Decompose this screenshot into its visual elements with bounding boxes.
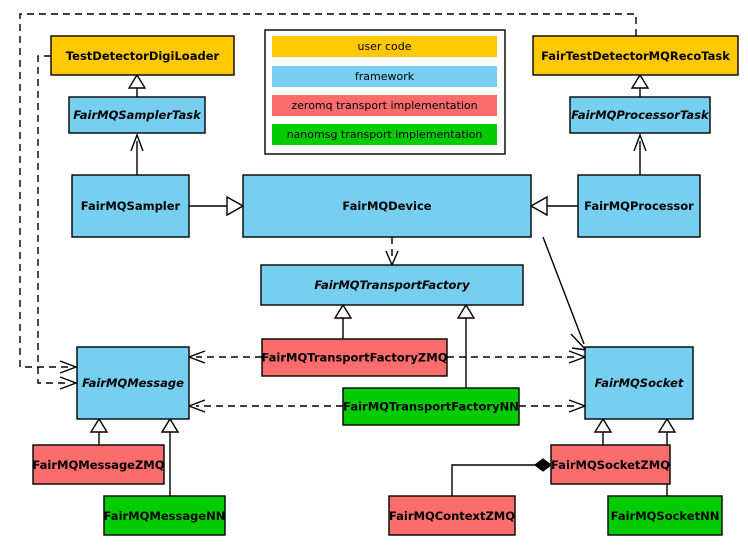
class-rect-fairmqsampler[interactable] <box>71 174 190 238</box>
class-rect-fairmqsocketnn[interactable] <box>607 495 723 536</box>
class-box-fairmqmessagezmq[interactable]: FairMQMessageZMQ <box>32 444 165 485</box>
arrowhead-open-processor-processortask <box>633 133 647 152</box>
legend-swatch-framework <box>272 66 497 87</box>
class-rect-fairmqprocessor[interactable] <box>577 174 701 238</box>
legend-panel: user code framework zeromq transport imp… <box>264 29 506 155</box>
class-rect-fairmqsocketzmq[interactable] <box>550 444 671 485</box>
diamond-composition-socketzmq <box>534 458 552 472</box>
class-box-fairmqsamplertask[interactable]: FairMQSamplerTask <box>68 96 206 134</box>
edge-digiloader-to-message <box>37 55 70 384</box>
arrowhead-triangle-socketnn <box>657 417 677 433</box>
arrowhead-triangle-processor-device <box>529 195 548 217</box>
class-box-fairmqtransportfactoryzmq[interactable]: FairMQTransportFactoryZMQ <box>261 338 448 377</box>
class-rect-fairtestdetectormqrecotask[interactable] <box>532 35 739 76</box>
class-rect-fairmqtransportfactory[interactable] <box>260 264 524 306</box>
arrowhead-triangle-samplertask <box>127 73 147 89</box>
class-box-fairmqsocket[interactable]: FairMQSocket <box>584 346 694 420</box>
class-box-fairmqtransportfactory[interactable]: FairMQTransportFactory <box>260 264 524 306</box>
class-box-fairmqdevice[interactable]: FairMQDevice <box>242 174 532 238</box>
class-box-testdetectordigiloader[interactable]: TestDetectorDigiLoader <box>50 35 235 76</box>
class-rect-fairmqsamplertask[interactable] <box>68 96 206 134</box>
class-rect-fairmqprocessortask[interactable] <box>569 96 711 134</box>
arrowhead-triangle-messagenn <box>160 417 180 433</box>
arrowhead-open-recotask-message <box>59 360 78 374</box>
arrowhead-open-digiloader-message <box>59 376 78 390</box>
arrowhead-triangle-socketzmq <box>593 417 613 433</box>
legend-swatch-nanomsg <box>272 124 497 145</box>
arrowhead-triangle-tfzmq <box>333 303 353 319</box>
edge-recotask-to-message <box>19 13 637 368</box>
arrowhead-triangle-sampler-device <box>226 195 245 217</box>
class-box-fairmqprocessortask[interactable]: FairMQProcessorTask <box>569 96 711 134</box>
class-box-fairmqmessagenn[interactable]: FairMQMessageNN <box>103 495 226 536</box>
edge-layer: FairMQMessage (inner left route) --> Fai… <box>19 13 677 496</box>
edge-device-to-socket <box>542 236 585 345</box>
class-box-fairmqsocketzmq[interactable]: FairMQSocketZMQ <box>550 444 671 485</box>
class-rect-fairmqmessage[interactable] <box>76 346 190 420</box>
legend-item-user-code: user code <box>272 36 497 57</box>
class-rect-fairmqmessagenn[interactable] <box>103 495 226 536</box>
class-rect-fairmqcontextzmq[interactable] <box>388 495 516 536</box>
class-rect-fairmqdevice[interactable] <box>242 174 532 238</box>
arrowhead-open-sampler-samplertask <box>130 133 144 152</box>
class-rect-fairmqsocket[interactable] <box>584 346 694 420</box>
class-rect-testdetectordigiloader[interactable] <box>50 35 235 76</box>
legend-item-zeromq: zeromq transport implementation <box>272 95 497 116</box>
legend-swatch-zeromq <box>272 95 497 116</box>
legend-item-nanomsg: nanomsg transport implementation <box>272 124 497 145</box>
class-rect-fairmqtransportfactorynn[interactable] <box>342 387 520 426</box>
legend-swatch-user-code <box>272 36 497 57</box>
class-box-fairmqprocessor[interactable]: FairMQProcessor <box>577 174 701 238</box>
class-box-fairmqsocketnn[interactable]: FairMQSocketNN <box>607 495 723 536</box>
legend-item-framework: framework <box>272 66 497 87</box>
class-box-fairmqmessage[interactable]: FairMQMessage <box>76 346 190 420</box>
arrowhead-triangle-tfnn <box>456 303 476 319</box>
edge-contextzmq-to-socketzmq <box>451 464 535 496</box>
class-box-fairmqcontextzmq[interactable]: FairMQContextZMQ <box>388 495 516 536</box>
class-box-fairtestdetectormqrecotask[interactable]: FairTestDetectorMQRecoTask <box>532 35 739 76</box>
class-rect-fairmqtransportfactoryzmq[interactable] <box>261 338 448 377</box>
arrowhead-triangle-messagezmq <box>89 417 109 433</box>
arrowhead-triangle-processortask <box>630 73 650 89</box>
class-box-fairmqtransportfactorynn[interactable]: FairMQTransportFactoryNN <box>342 387 520 426</box>
class-rect-fairmqmessagezmq[interactable] <box>32 444 165 485</box>
class-box-fairmqsampler[interactable]: FairMQSampler <box>71 174 190 238</box>
